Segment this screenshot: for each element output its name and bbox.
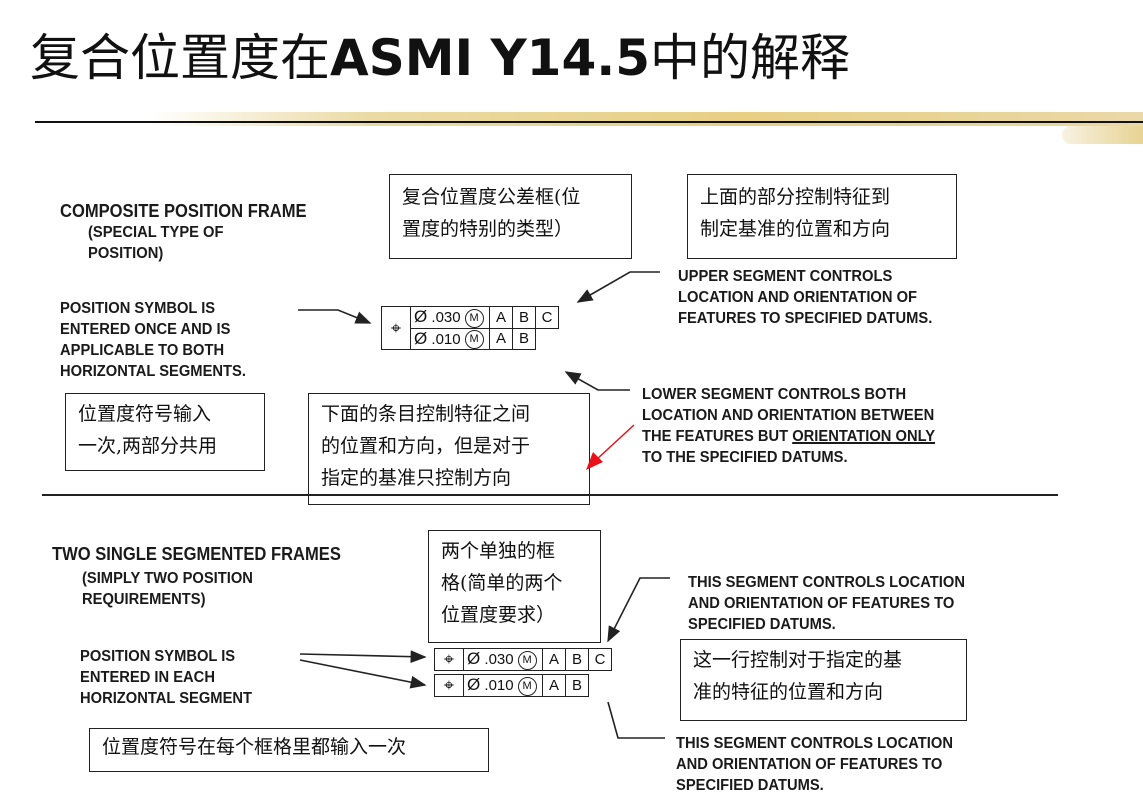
cn-symbol-callout: 位置度符号输入 一次,两部分共用 — [65, 393, 265, 471]
upper-segment-note: UPPER SEGMENT CONTROLS LOCATION AND ORIE… — [678, 268, 933, 327]
leader-symbol-note — [298, 309, 372, 324]
title-brush-stroke-end — [1062, 126, 1143, 144]
lower-segment-note: LOWER SEGMENT CONTROLS BOTH LOCATION AND… — [642, 384, 935, 468]
lower-note-text-end: TO THE SPECIFIED DATUMS. — [642, 449, 848, 466]
position-symbol-cell: ⌖ — [434, 674, 464, 697]
diameter-symbol: Ø — [467, 649, 481, 668]
title-latin: ASMI Y14.5 — [330, 29, 651, 87]
crosshair-circle-icon: ⌖ — [443, 674, 455, 695]
seg1-note: THIS SEGMENT CONTROLS LOCATION AND ORIEN… — [688, 574, 965, 633]
diameter-symbol: Ø — [414, 307, 428, 326]
mmc-modifier: M — [517, 676, 537, 696]
title-cn-prefix: 复合位置度在 — [30, 29, 330, 87]
cn-upper-callout: 上面的部分控制特征到 制定基准的位置和方向 — [687, 174, 957, 259]
tolerance-value: .010 — [431, 330, 461, 348]
diameter-symbol: Ø — [467, 675, 481, 694]
two-frames-subheading: (SIMPLY TWO POSITION REQUIREMENTS) — [82, 570, 253, 608]
composite-symbol-note: POSITION SYMBOL IS ENTERED ONCE AND IS A… — [60, 300, 246, 380]
mmc-modifier: M — [464, 330, 484, 350]
datum-cell: C — [535, 306, 559, 329]
cn-frame-callout: 复合位置度公差框(位 置度的特别的类型） — [389, 174, 632, 259]
lower-note-text: LOWER SEGMENT CONTROLS BOTH LOCATION AND… — [642, 386, 935, 445]
mmc-modifier: M — [517, 650, 537, 670]
tolerance-value: .030 — [484, 651, 514, 668]
leader-seg1-note — [607, 577, 670, 643]
cn-lower-callout: 下面的条目控制特征之间 的位置和方向，但是对于 指定的基准只控制方向 — [308, 393, 590, 505]
cn-row-callout: 这一行控制对于指定的基 准的特征的位置和方向 — [680, 639, 967, 721]
tolerance-value: .030 — [431, 309, 461, 326]
datum-cell: B — [512, 327, 536, 351]
title-cn-suffix: 中的解释 — [650, 29, 851, 87]
composite-subheading: (SPECIAL TYPE OF POSITION) — [88, 224, 224, 262]
datum-cell: B — [565, 674, 589, 697]
datum-cell: A — [489, 306, 513, 329]
page-title: 复合位置度在ASMI Y14.5中的解释 — [30, 22, 850, 94]
tolerance-value: .010 — [484, 677, 514, 694]
orientation-only-emphasis: ORIENTATION ONLY — [792, 428, 936, 445]
leader-seg2-note — [607, 701, 665, 739]
crosshair-circle-icon: ⌖ — [443, 648, 455, 669]
diameter-symbol: Ø — [414, 328, 428, 348]
cn-frames-callout: 两个单独的框 格(简单的两个 位置度要求） — [428, 530, 601, 643]
datum-cell: C — [588, 648, 612, 671]
cn-each-frame-callout: 位置度符号在每个框格里都输入一次 — [89, 728, 489, 772]
red-arrow-head — [586, 452, 603, 470]
position-symbol-cell: ⌖ — [381, 305, 411, 351]
two-frames-symbol-note: POSITION SYMBOL IS ENTERED IN EACH HORIZ… — [80, 648, 253, 707]
red-leader-line — [595, 424, 635, 461]
crosshair-circle-icon: ⌖ — [390, 317, 402, 338]
leader-symbol-row2 — [299, 659, 427, 689]
seg2-note: THIS SEGMENT CONTROLS LOCATION AND ORIEN… — [676, 735, 953, 794]
title-underline — [35, 121, 1143, 123]
leader-upper-note — [576, 271, 660, 303]
composite-heading: COMPOSITE POSITION FRAME — [60, 201, 307, 221]
section-divider — [42, 494, 1058, 496]
leader-symbol-row1 — [299, 650, 427, 664]
mmc-modifier: M — [464, 308, 484, 328]
leader-lower-note — [564, 371, 630, 391]
two-frames-heading: TWO SINGLE SEGMENTED FRAMES — [52, 544, 341, 564]
